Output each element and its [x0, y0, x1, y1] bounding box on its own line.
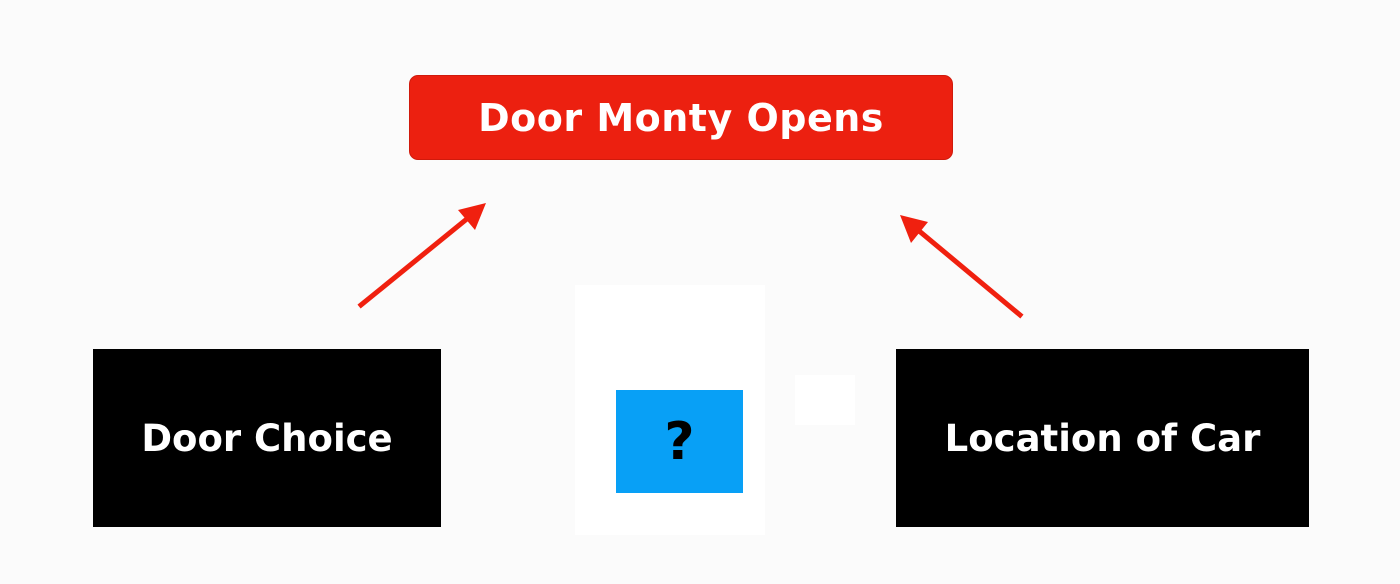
background-patch [795, 375, 855, 425]
question-mark: ? [664, 411, 695, 472]
node-label: Door Choice [141, 416, 393, 460]
node-label: Location of Car [944, 416, 1261, 460]
arrow-car-location-to-effect [900, 215, 1024, 319]
node-door-choice: Door Choice [93, 349, 441, 527]
node-label: Door Monty Opens [478, 95, 884, 140]
node-door-monty-opens: Door Monty Opens [409, 75, 953, 160]
node-location-of-car: Location of Car [896, 349, 1309, 527]
arrow-door-choice-to-effect [357, 203, 486, 309]
node-unknown: ? [616, 390, 743, 493]
